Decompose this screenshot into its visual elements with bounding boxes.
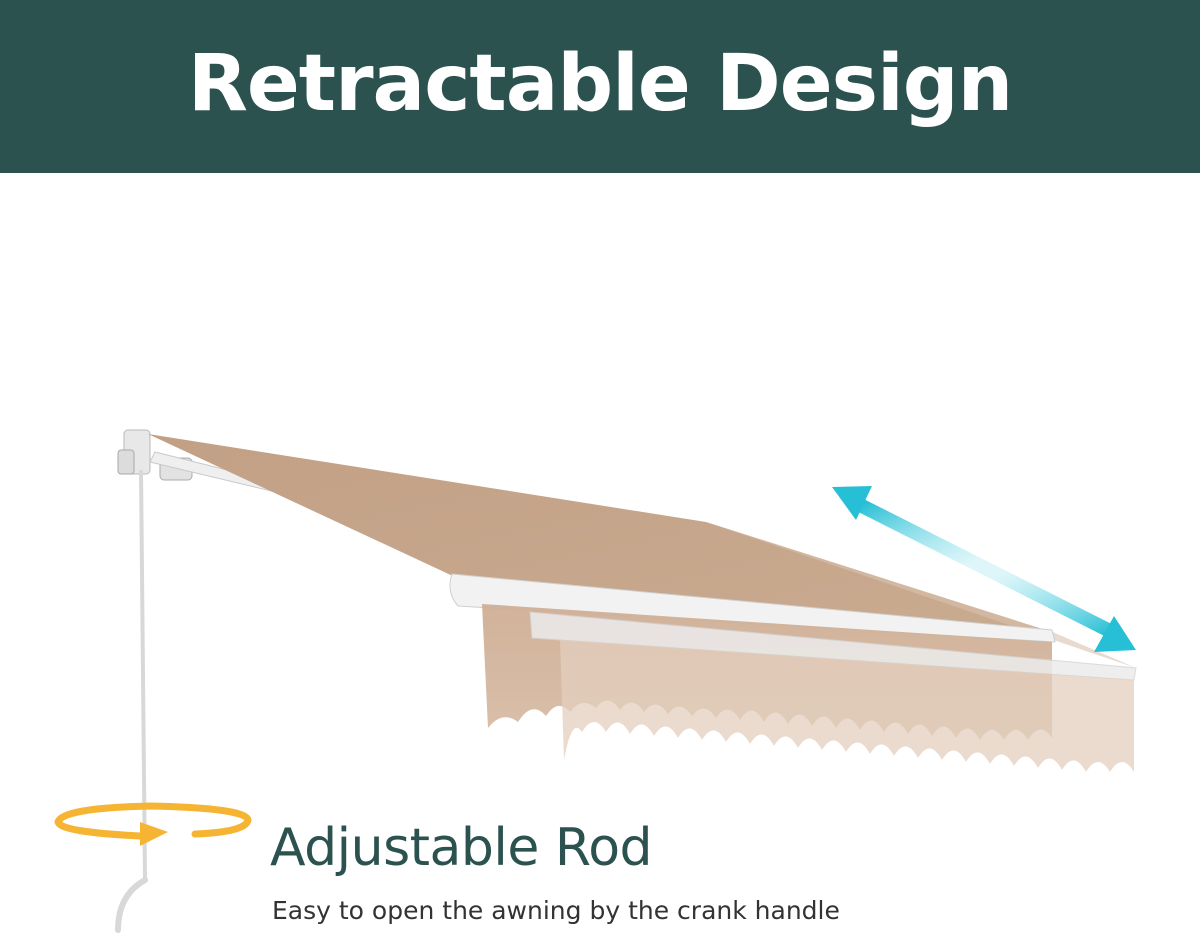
- feature-description: Easy to open the awning by the crank han…: [272, 896, 840, 925]
- crank-rod: [115, 469, 148, 933]
- header-banner: Retractable Design: [0, 0, 1200, 173]
- double-arrow-icon: [832, 486, 1136, 652]
- awning-canopy: [148, 434, 1055, 633]
- awning-illustration: [54, 429, 1137, 933]
- feature-title: Adjustable Rod: [270, 818, 653, 878]
- extended-valance: [560, 640, 1134, 772]
- page-title: Retractable Design: [187, 38, 1013, 129]
- rotate-arrow-icon: [54, 802, 252, 846]
